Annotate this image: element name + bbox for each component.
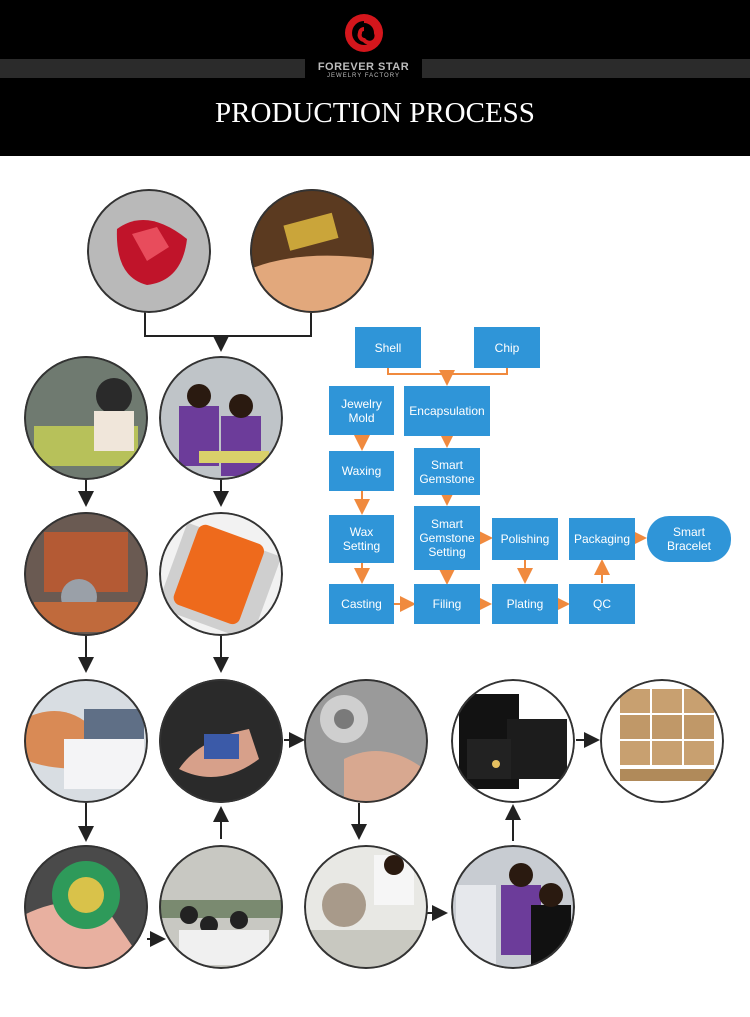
box-qc: QC — [569, 584, 635, 624]
photo-green-wax-ring — [24, 845, 148, 969]
box-filing: Filing — [414, 584, 480, 624]
photo-wax-setting — [24, 679, 148, 803]
photo-jewelry-mold-workshop — [24, 356, 148, 480]
box-plating: Plating — [492, 584, 558, 624]
box-encapsulation: Encapsulation — [404, 386, 490, 436]
box-chip: Chip — [474, 327, 540, 368]
photo-stone-setting-tools — [159, 679, 283, 803]
box-smart-gemstone-setting: Smart Gemstone Setting — [414, 506, 480, 570]
header-banner: FOREVER STAR JEWELRY FACTORY PRODUCTION … — [0, 0, 750, 156]
box-smart-bracelet: Smart Bracelet — [647, 516, 731, 562]
box-polishing: Polishing — [492, 518, 558, 560]
photo-orange-gemstone-setting — [159, 512, 283, 636]
swirl-logo-icon — [345, 14, 383, 52]
brand-subtitle: JEWELRY FACTORY — [327, 73, 400, 79]
photo-wax-tree — [24, 512, 148, 636]
flow-join-line — [387, 368, 508, 375]
photo-polishing-wheel — [304, 679, 428, 803]
photo-quality-inspection — [451, 845, 575, 969]
photo-filing-workshop — [159, 845, 283, 969]
photo-join-line — [144, 312, 312, 337]
photo-buffing-machine — [304, 845, 428, 969]
header-stripe-left — [0, 59, 305, 78]
logo-plate — [305, 59, 422, 81]
header-stripe-right — [422, 59, 750, 78]
box-jewelry-mold: Jewelry Mold — [329, 386, 394, 435]
box-shell: Shell — [355, 327, 421, 368]
brand-name: FOREVER STAR — [317, 61, 410, 73]
page-title: PRODUCTION PROCESS — [215, 97, 535, 129]
photo-red-gemstone — [87, 189, 211, 313]
box-casting: Casting — [329, 584, 394, 624]
photo-chip-assembly-workers — [159, 356, 283, 480]
box-smart-gemstone: Smart Gemstone — [414, 448, 480, 495]
box-wax-setting: Wax Setting — [329, 515, 394, 563]
photo-microchip-on-finger — [250, 189, 374, 313]
photo-pendant-gift-box — [451, 679, 575, 803]
box-waxing: Waxing — [329, 451, 394, 491]
photo-shipping-cartons — [600, 679, 724, 803]
box-packaging: Packaging — [569, 518, 635, 560]
